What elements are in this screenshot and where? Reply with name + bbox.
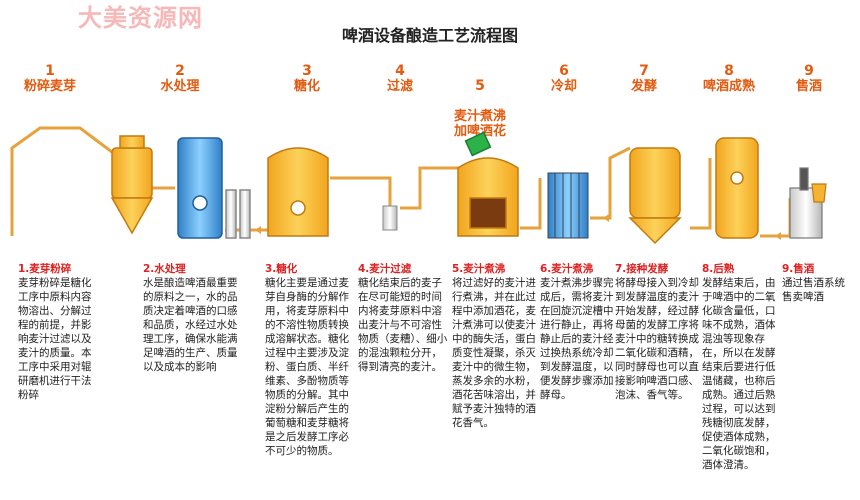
filter-unit [382,205,398,231]
step-header-7: 7 发酵 [618,63,670,95]
step-number: 7 [639,63,649,79]
desc-heading: 6.麦汁煮沸 [540,263,594,275]
step-label: 粉碎麦芽 [23,79,76,94]
beer-glass-icon [811,183,827,203]
step-number: 8 [724,63,734,79]
desc-heading: 2.水处理 [143,263,186,275]
desc-heading: 1.麦芽粉碎 [18,263,72,275]
step-desc-1: 1.麦芽粉碎 麦芽粉碎是糖化工序中原料内容物溶出、分解过程的前提，并影响麦汁过滤… [18,262,100,402]
step-label: 发酵 [630,79,657,94]
step-number: 4 [395,63,405,79]
step-header-9: 9 售酒 [784,63,834,95]
step-header-1: 1 粉碎麦芽 [20,63,80,95]
step-label: 水处理 [160,79,200,94]
maturation-tank [715,137,759,239]
pipe-1 [10,126,121,236]
desc-body: 将过滤好的麦汁进行煮沸，并在此过程中添加酒花，麦汁煮沸可以使麦汁中的酶失活，蛋白… [452,277,536,429]
step-number: 3 [302,63,312,79]
arrow-icon [603,214,609,222]
desc-heading: 4.麦汁过滤 [358,263,412,275]
step-header-2: 2 水处理 [150,63,210,95]
desc-body: 糖化主要是通过麦芽自身酶的分解作用，将麦芽原料中的不溶性物质转换成溶解状态。糖化… [265,277,349,457]
step-label: 麦汁煮沸 加啤酒花 [453,109,506,139]
step-number: 5 [475,78,485,94]
desc-heading: 8.后熟 [702,263,735,275]
fermenter [628,147,682,245]
desc-heading: 7.接种发酵 [615,263,669,275]
step-header-5: 5 麦汁煮沸 加啤酒花 [440,64,520,140]
process-diagram [10,126,827,245]
step-desc-5: 5.麦汁煮沸 将过滤好的麦汁进行煮沸，并在此过程中添加酒花，麦汁煮沸可以使麦汁中… [452,262,536,430]
desc-body: 麦芽粉碎是糖化工序中原料内容物溶出、分解过程的前提，并影响麦汁过滤以及麦汁的质量… [18,277,92,401]
pipe-6 [520,178,542,230]
step-desc-8: 8.后熟 发酵结束后，由于啤酒中的二氧化碳含量低，口味不成熟，酒体混浊等现象存在… [702,262,778,472]
mash-tun [267,147,329,237]
water-tank [177,137,251,239]
step-label: 售酒 [795,79,822,94]
step-label: 冷却 [550,79,577,94]
watermark: 大美资源网 [78,4,203,32]
pipe-8 [690,158,712,230]
step-header-6: 6 冷却 [538,63,590,95]
step-header-8: 8 啤酒成熟 [694,63,764,95]
pipe-4 [330,176,392,218]
step-label: 糖化 [293,79,320,94]
pipes [10,126,792,238]
desc-heading: 3.糖化 [265,263,298,275]
step-desc-3: 3.糖化 糖化主要是通过麦芽自身酶的分解作用，将麦芽原料中的不溶性物质转换成溶解… [265,262,353,458]
malt-mill [110,135,154,235]
page-title: 啤酒设备酿造工艺流程图 [341,26,518,45]
step-desc-9: 9.售酒 通过售酒系统售卖啤酒 [782,262,848,304]
arrow-icon [775,232,781,240]
pipe-7 [590,146,631,220]
desc-body: 糖化结束后的麦子在尽可能短的时间内将麦芽原料中溶出麦汁与不可溶性物质（麦糟）、细… [358,277,448,373]
arrow-icon [255,226,261,234]
desc-body: 发酵结束后，由于啤酒中的二氧化碳含量低，口味不成熟，酒体混浊等现象存在，所以在发… [702,277,776,471]
beer-tap [789,167,827,239]
step-number: 1 [45,63,55,79]
step-header-4: 4 过滤 [370,63,430,95]
step-desc-2: 2.水处理 水是酿造啤酒最重要的原料之一，水的品质决定着啤酒的口感和品质，水经过… [143,262,243,374]
step-desc-6: 6.麦汁煮沸 麦汁煮沸步骤完成后，需将麦汁在回旋沉淀槽中进行静止，再将静止后的麦… [540,262,620,402]
step-header-3: 3 糖化 [277,63,337,95]
pipe-5 [400,166,460,210]
step-desc-4: 4.麦汁过滤 糖化结束后的麦子在尽可能短的时间内将麦芽原料中溶出麦汁与不可溶性物… [358,262,448,374]
step-label: 啤酒成熟 [702,79,755,94]
desc-body: 通过售酒系统售卖啤酒 [782,277,845,303]
pipe-9 [760,198,792,238]
desc-body: 将酵母接入到冷却到发酵温度的麦汁开始发酵，经过酵母菌的发酵工序将麦汁中的糖转换成… [615,277,699,401]
desc-body: 水是酿造啤酒最重要的原料之一，水的品质决定着啤酒的口感和品质，水经过水处理工序，… [143,277,238,373]
heat-exchanger [547,172,589,239]
step-desc-7: 7.接种发酵 将酵母接入到冷却到发酵温度的麦汁开始发酵，经过酵母菌的发酵工序将麦… [615,262,699,402]
desc-heading: 5.麦汁煮沸 [452,263,506,275]
step-number: 9 [804,63,814,79]
boil-kettle [457,131,519,237]
step-number: 2 [175,63,185,79]
desc-heading: 9.售酒 [782,263,815,275]
step-number: 6 [559,63,569,79]
desc-body: 麦汁煮沸步骤完成后，需将麦汁在回旋沉淀槽中进行静止，再将静止后的麦汁经过换热系统… [540,277,614,401]
step-label: 过滤 [386,79,413,94]
